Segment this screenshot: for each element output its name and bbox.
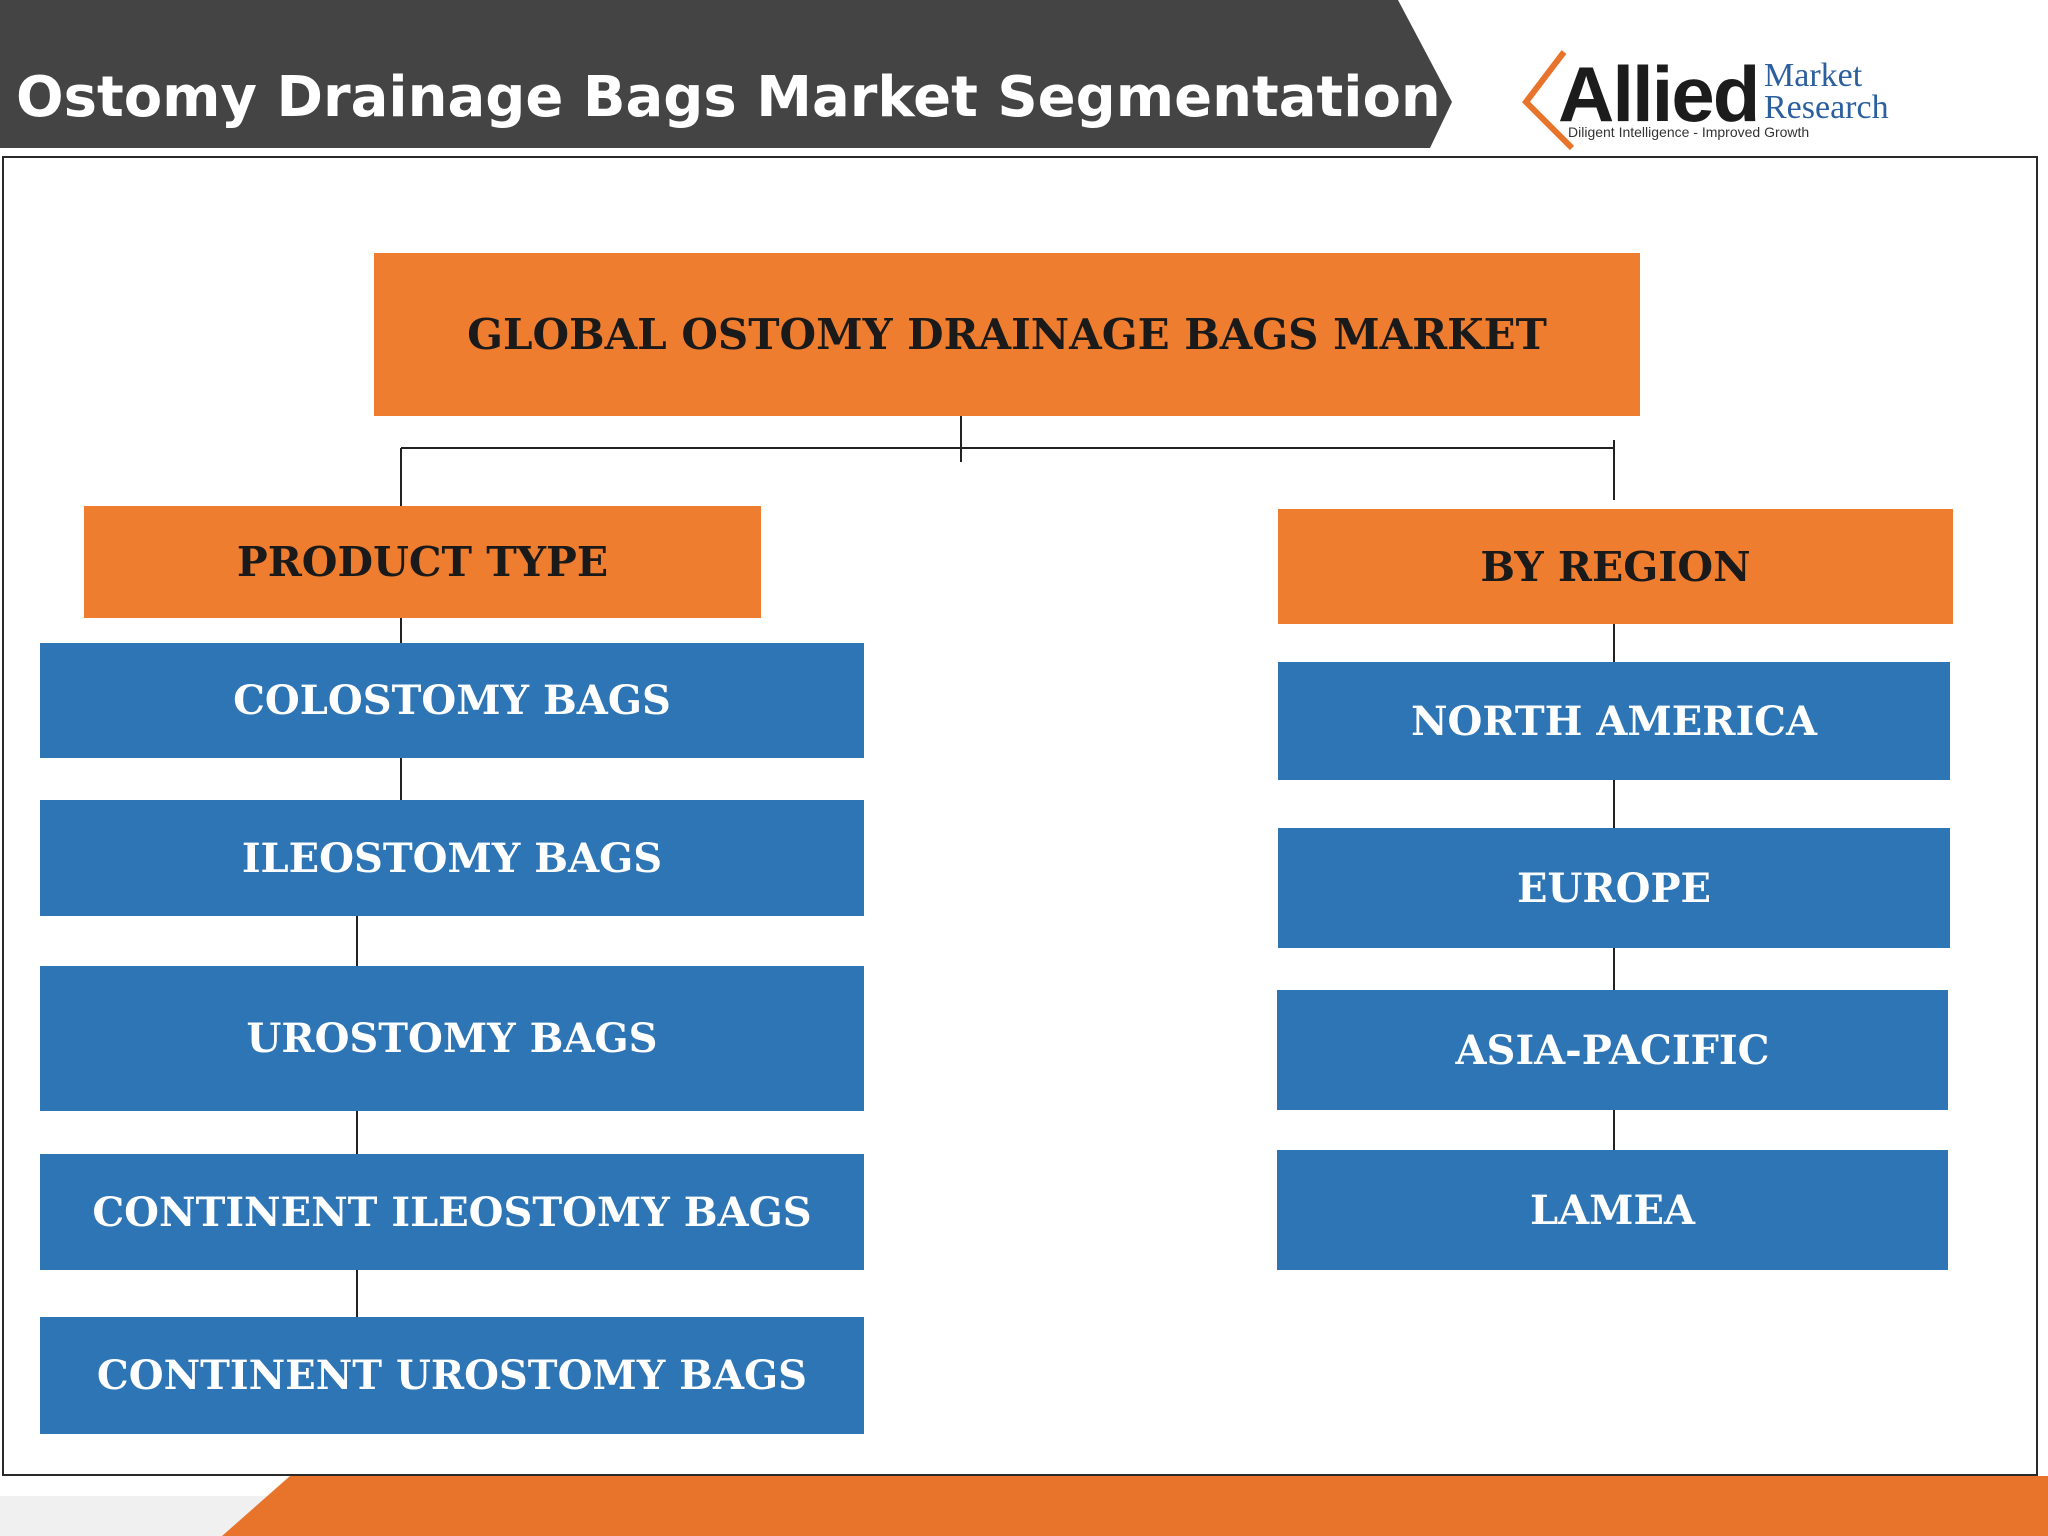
logo-tagline: Diligent Intelligence - Improved Growth xyxy=(1568,124,1810,140)
product-type-item: ILEOSTOMY BAGS xyxy=(40,800,864,916)
logo-wordmark-allied: Allied xyxy=(1558,50,1760,138)
logo-chevron-icon xyxy=(1522,50,1575,151)
product-type-item: CONTINENT ILEOSTOMY BAGS xyxy=(40,1154,864,1270)
title-banner xyxy=(0,0,1452,148)
region-item: ASIA-PACIFIC xyxy=(1277,990,1948,1110)
region-item: LAMEA xyxy=(1277,1150,1948,1270)
root-node: GLOBAL OSTOMY DRAINAGE BAGS MARKET xyxy=(374,253,1640,416)
page-title: Ostomy Drainage Bags Market Segmentation xyxy=(16,65,1441,130)
region-item: NORTH AMERICA xyxy=(1278,662,1950,780)
category-by-region: BY REGION xyxy=(1278,509,1953,624)
category-product-type: PRODUCT TYPE xyxy=(84,506,761,618)
logo-wordmark-research: Research xyxy=(1764,89,1889,126)
product-type-item: CONTINENT UROSTOMY BAGS xyxy=(40,1317,864,1434)
footer-bar xyxy=(0,1476,2048,1536)
allied-market-research-logo: Allied Market Research Diligent Intellig… xyxy=(1520,44,1910,154)
region-item: EUROPE xyxy=(1278,828,1950,948)
logo-wordmark-market: Market xyxy=(1764,57,1863,94)
product-type-item: UROSTOMY BAGS xyxy=(40,966,864,1111)
product-type-item: COLOSTOMY BAGS xyxy=(40,643,864,758)
